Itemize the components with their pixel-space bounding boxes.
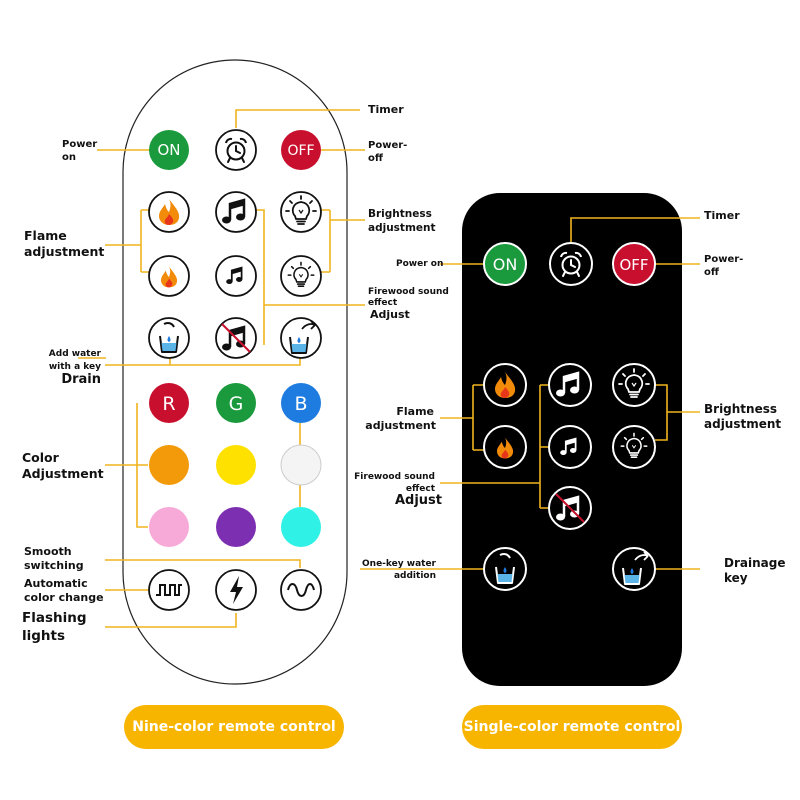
label-single-power-on: Power on — [396, 259, 443, 269]
single-flame-high-button[interactable] — [483, 363, 527, 407]
nine-off-button[interactable]: OFF — [281, 130, 321, 170]
nine-color-caption-pill: Nine-color remote control — [124, 705, 344, 749]
nine-blue-button[interactable]: B — [281, 383, 321, 423]
nine-dim-button[interactable] — [280, 255, 322, 297]
nine-add-water-button[interactable] — [148, 317, 190, 359]
nine-sound-low-button[interactable] — [215, 255, 257, 297]
single-mute-button[interactable] — [548, 486, 592, 530]
label-power-on-2: on — [62, 152, 76, 163]
label-smooth-2: switching — [24, 559, 84, 572]
nine-green-button[interactable]: G — [216, 383, 256, 423]
label-flash-1: Flashing — [22, 610, 87, 626]
svg-text:ON: ON — [493, 255, 518, 274]
single-bright-button[interactable] — [612, 363, 656, 407]
single-flame-low-button[interactable] — [483, 425, 527, 469]
label-flash-2: lights — [22, 628, 65, 644]
nine-flame-high-button[interactable] — [148, 191, 190, 233]
label-drainage-2: key — [724, 571, 748, 585]
nine-white-swatch-button[interactable] — [280, 444, 322, 486]
nine-yellow-swatch-button[interactable] — [216, 445, 256, 485]
svg-text:ON: ON — [157, 141, 180, 159]
svg-text:OFF: OFF — [287, 143, 314, 159]
label-single-water-1: One-key water — [362, 559, 437, 569]
single-sound-high-button[interactable] — [548, 363, 592, 407]
square-wave-icon — [155, 584, 183, 596]
label-power-off-2: off — [368, 153, 384, 164]
label-single-power-off-2: off — [704, 267, 720, 278]
label-single-water-2: addition — [394, 571, 436, 581]
nine-pink-swatch-button[interactable] — [149, 507, 189, 547]
label-auto-1: Automatic — [24, 577, 88, 590]
single-color-connectors — [360, 217, 700, 570]
nine-sound-high-button[interactable] — [215, 191, 257, 233]
nine-on-button[interactable]: ON — [149, 130, 189, 170]
single-drain-button[interactable] — [612, 547, 656, 591]
single-color-caption: Single-color remote control — [463, 719, 681, 735]
nine-cyan-swatch-button[interactable] — [281, 507, 321, 547]
label-single-firewood-2: effect — [406, 484, 436, 494]
svg-text:B: B — [294, 393, 307, 415]
nine-purple-swatch-button[interactable] — [216, 507, 256, 547]
svg-text:R: R — [162, 393, 175, 415]
label-single-firewood-3: Adjust — [395, 493, 442, 508]
nine-timer-button[interactable] — [215, 129, 257, 171]
single-off-button[interactable]: OFF — [612, 242, 656, 286]
single-add-water-button[interactable] — [483, 547, 527, 591]
label-smooth-1: Smooth — [24, 545, 72, 558]
nine-red-button[interactable]: R — [149, 383, 189, 423]
label-flame-1: Flame — [24, 228, 67, 243]
nine-mute-button[interactable] — [215, 317, 257, 359]
label-single-brightness-1: Brightness — [704, 402, 777, 416]
nine-flash-button[interactable] — [215, 569, 257, 611]
label-single-firewood-1: Firewood sound — [354, 472, 435, 482]
svg-text:OFF: OFF — [619, 256, 648, 274]
nine-color-caption: Nine-color remote control — [132, 719, 336, 735]
label-add-water-1: Add water — [49, 349, 102, 359]
label-single-power-off-1: Power- — [704, 254, 743, 265]
label-single-flame-1: Flame — [396, 405, 434, 418]
label-color-2: Adjustment — [22, 466, 104, 481]
label-power-off-1: Power- — [368, 140, 407, 151]
label-single-timer: Timer — [704, 209, 740, 222]
label-auto-2: color change — [24, 591, 104, 604]
label-color-1: Color — [22, 450, 60, 465]
label-firewood-3: Adjust — [370, 308, 410, 321]
nine-drain-button[interactable] — [280, 317, 322, 359]
nine-flame-low-button[interactable] — [148, 255, 190, 297]
label-firewood-1: Firewood sound — [368, 287, 449, 297]
label-brightness-1: Brightness — [368, 208, 432, 220]
single-timer-button[interactable] — [549, 242, 593, 286]
nine-smooth-button[interactable] — [280, 569, 322, 611]
label-single-brightness-2: adjustment — [704, 417, 781, 431]
label-drain: Drain — [61, 372, 101, 387]
single-sound-low-button[interactable] — [548, 425, 592, 469]
label-firewood-2: effect — [368, 298, 398, 308]
label-power-on-1: Power — [62, 139, 97, 150]
label-brightness-2: adjustment — [368, 222, 436, 234]
nine-orange-swatch-button[interactable] — [149, 445, 189, 485]
label-flame-2: adjustment — [24, 244, 104, 259]
nine-bright-button[interactable] — [280, 191, 322, 233]
single-dim-button[interactable] — [612, 425, 656, 469]
svg-text:G: G — [229, 393, 244, 415]
nine-auto-change-button[interactable] — [148, 569, 190, 611]
label-single-flame-2: adjustment — [365, 419, 436, 432]
single-on-button[interactable]: ON — [483, 242, 527, 286]
label-drainage-1: Drainage — [724, 556, 785, 570]
label-add-water-2: with a key — [49, 362, 101, 372]
label-timer: Timer — [368, 103, 404, 116]
single-color-caption-pill: Single-color remote control — [462, 705, 682, 749]
